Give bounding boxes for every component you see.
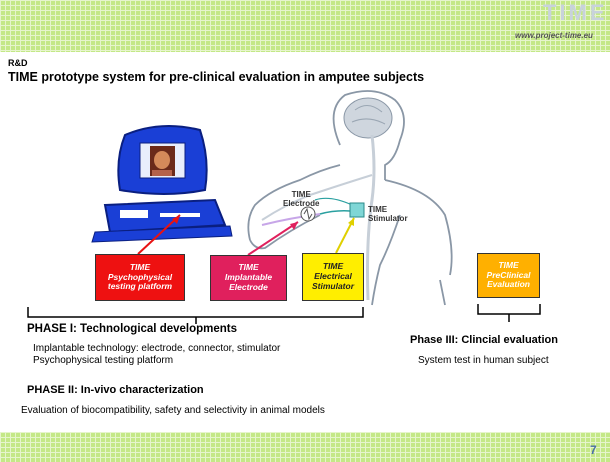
phase1-detail-2: Psychophysical testing platform xyxy=(33,355,174,366)
psychophysical-platform-label: TIME Psychophysical testing platform xyxy=(107,261,173,292)
computer-icon xyxy=(91,125,233,243)
project-url: www.project-time.eu xyxy=(515,31,593,40)
phase3-detail: System test in human subject xyxy=(418,355,549,366)
electrode-callout: TIME Electrode xyxy=(283,190,320,208)
page-number: 7 xyxy=(590,443,597,457)
brain-icon xyxy=(343,97,393,139)
human-body-outline xyxy=(247,90,453,306)
preclinical-evaluation-label: TIME PreClinical Evaluation xyxy=(486,259,531,290)
slide-title: TIME prototype system for pre-clinical e… xyxy=(8,70,425,84)
phase3-heading: Phase III: Clincial evaluation xyxy=(410,334,558,346)
diagram-arrows xyxy=(137,214,355,256)
electrical-stimulator-label: TIME Electrical Stimulator xyxy=(311,261,355,291)
phase3-bracket xyxy=(477,304,541,322)
implantable-electrode-box: TIME Implantable Electrode xyxy=(210,255,287,301)
phase1-heading: PHASE I: Technological developments xyxy=(27,323,238,335)
stimulator-icon xyxy=(349,202,365,218)
phase2-heading: PHASE II: In-vivo characterization xyxy=(27,384,204,396)
psychophysical-platform-box: TIME Psychophysical testing platform xyxy=(95,254,185,301)
electrical-stimulator-box: TIME Electrical Stimulator xyxy=(302,253,364,301)
footer-band xyxy=(0,432,610,462)
phase2-detail: Evaluation of biocompatibility, safety a… xyxy=(21,405,325,416)
phase1-bracket xyxy=(27,307,364,324)
header-band xyxy=(0,0,610,52)
implantable-electrode-label: TIME Implantable Electrode xyxy=(224,262,273,292)
preclinical-evaluation-box: TIME PreClinical Evaluation xyxy=(477,253,540,298)
stimulator-callout: TIME Stimulator xyxy=(368,205,408,223)
phase1-detail-1: Implantable technology: electrode, conne… xyxy=(33,343,281,354)
section-label: R&D xyxy=(8,58,28,68)
time-logo: TIME xyxy=(543,0,608,25)
